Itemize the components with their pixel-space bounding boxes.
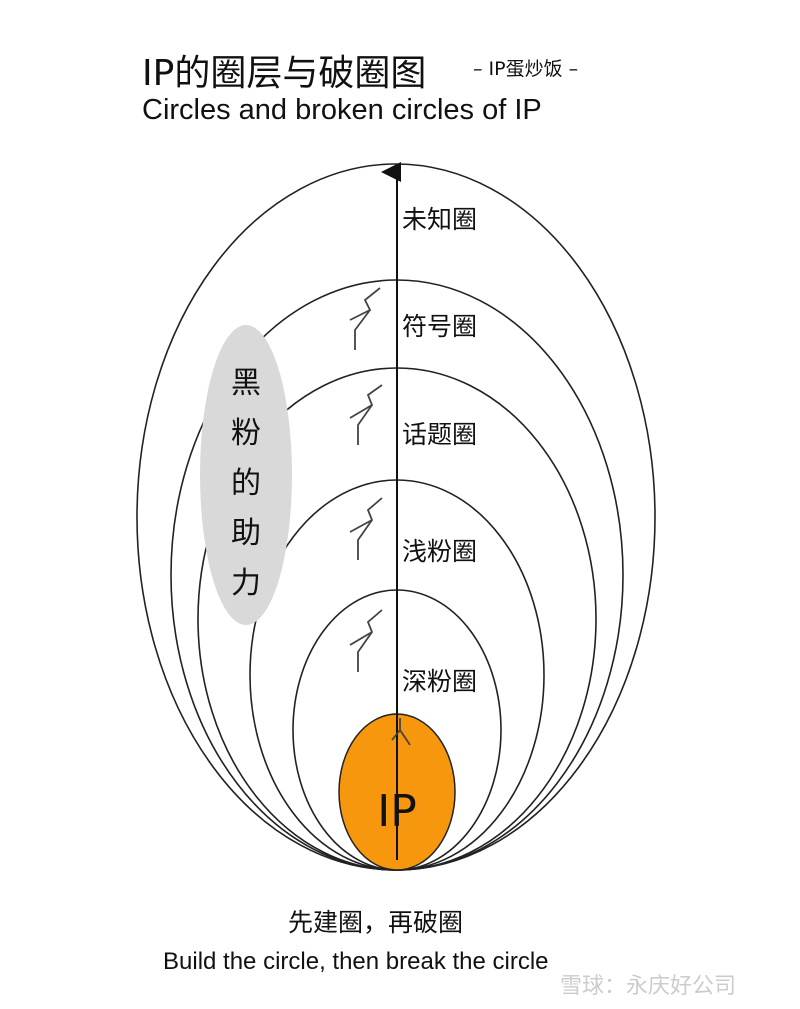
crack-icon — [391, 718, 411, 746]
label-light-fans: 浅粉圈 — [402, 537, 477, 566]
crack-icon — [349, 609, 383, 672]
side-char: 力 — [231, 566, 261, 601]
page-title-en: Circles and broken circles of IP — [142, 94, 542, 126]
crack-icons — [349, 287, 411, 746]
crack-icon — [349, 287, 381, 350]
label-topic: 话题圈 — [402, 420, 477, 449]
side-char: 的 — [231, 466, 261, 501]
tagline: 先建圈，再破圈 — [288, 908, 464, 937]
side-char: 黑 — [231, 366, 261, 401]
page-title: IP的圈层与破圈图 — [142, 53, 427, 94]
black-fans-ellipse — [200, 325, 292, 625]
page-subtitle: – IP蛋炒饭 – — [473, 58, 579, 80]
label-deep-fans: 深粉圈 — [402, 667, 477, 696]
ip-label: IP — [377, 786, 417, 837]
side-char: 粉 — [231, 416, 261, 451]
label-symbol: 符号圈 — [402, 312, 477, 341]
label-unknown: 未知圈 — [402, 205, 477, 234]
crack-icon — [349, 497, 383, 560]
side-char: 助 — [231, 516, 261, 551]
watermark: 雪球：永庆好公司 — [560, 974, 737, 999]
crack-icon — [349, 384, 383, 445]
tagline-en: Build the circle, then break the circle — [163, 948, 549, 975]
